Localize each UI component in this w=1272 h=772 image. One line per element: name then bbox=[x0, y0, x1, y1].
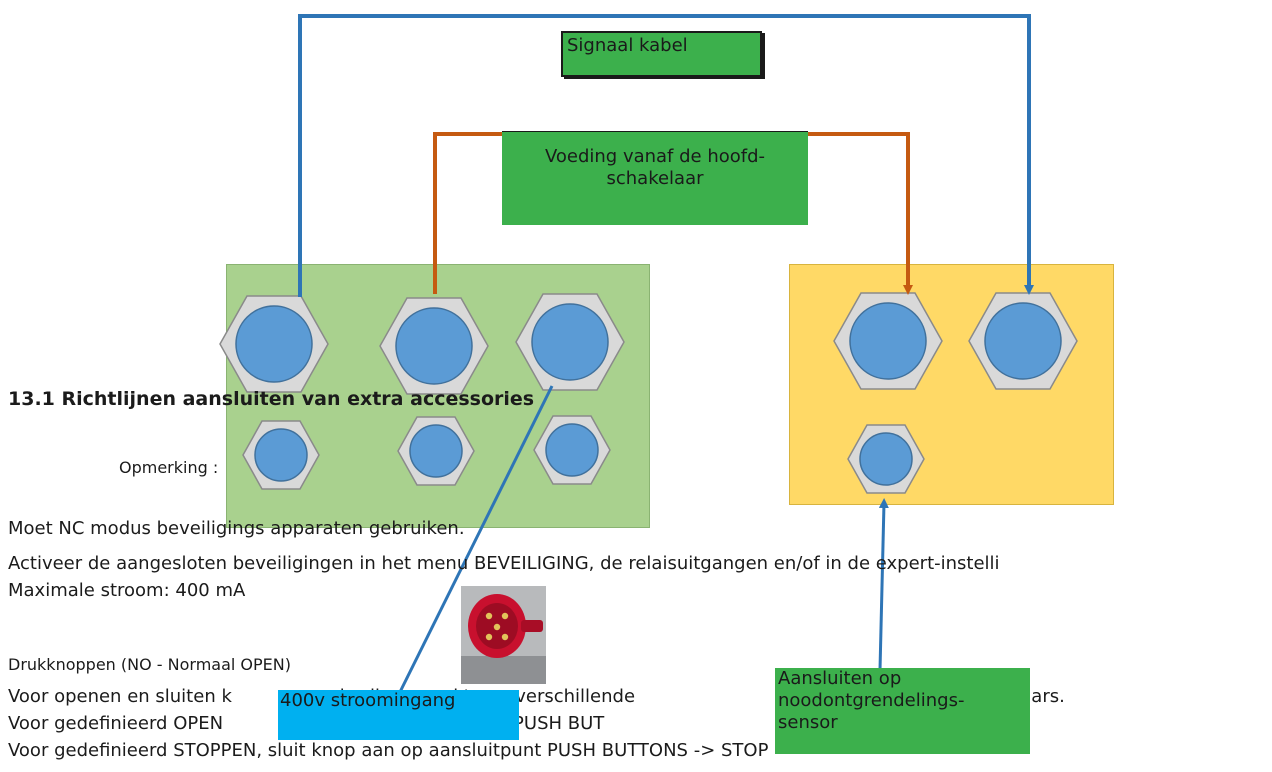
sensor-leader bbox=[878, 498, 889, 671]
body-line: Drukknoppen (NO - Normaal OPEN) bbox=[8, 655, 291, 674]
cable-gland-icon bbox=[397, 416, 475, 486]
power-plug-photo bbox=[461, 586, 546, 684]
power-input-label: 400v stroomingang bbox=[278, 690, 519, 740]
power-input-leader bbox=[398, 385, 554, 693]
cable-gland-icon bbox=[833, 292, 943, 390]
signal-cable-line bbox=[298, 14, 1034, 297]
cable-gland-icon bbox=[515, 293, 625, 391]
accessory-box bbox=[789, 264, 1114, 505]
sensor-label: Aansluiten op noodontgrendelings- sensor bbox=[775, 668, 1030, 754]
body-line: Moet NC modus beveiligings apparaten geb… bbox=[8, 518, 465, 539]
signal-cable-label: Signaal kabel bbox=[561, 31, 762, 77]
body-line: Maximale stroom: 400 mA bbox=[8, 580, 246, 601]
power-supply-label: Voeding vanaf de hoofd-schakelaar bbox=[502, 131, 808, 225]
note-label: Opmerking : bbox=[119, 458, 219, 477]
cable-gland-icon bbox=[219, 295, 329, 393]
cable-gland-icon bbox=[242, 420, 320, 490]
cable-gland-icon bbox=[847, 424, 925, 494]
body-line: Activeer de aangesloten beveiligingen in… bbox=[8, 553, 1000, 574]
cable-gland-icon bbox=[533, 415, 611, 485]
section-heading: 13.1 Richtlijnen aansluiten van extra ac… bbox=[8, 388, 535, 410]
body-line: Voor gedefinieerd STOPPEN, sluit knop aa… bbox=[8, 740, 769, 761]
cable-gland-icon bbox=[968, 292, 1078, 390]
cable-gland-icon bbox=[379, 297, 489, 395]
